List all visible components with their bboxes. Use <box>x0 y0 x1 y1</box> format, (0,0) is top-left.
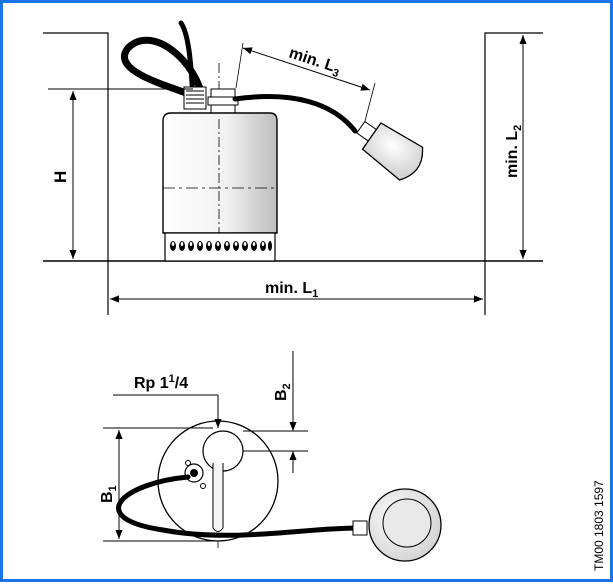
pit-walls <box>43 32 543 315</box>
side-view: H min. L2 min. L1 min. L3 <box>43 20 543 315</box>
float-switch <box>356 120 424 181</box>
b2-label: B2 <box>273 383 293 401</box>
min-l3-label: min. L3 <box>286 45 343 80</box>
pump-body <box>162 112 278 234</box>
plan-float-cable <box>116 474 361 538</box>
cable-gland <box>183 86 207 110</box>
drawing-number: TM00 1803 1597 <box>592 480 606 571</box>
min-l3-dimension <box>242 47 371 91</box>
height-label: H <box>51 171 70 183</box>
rp-label: Rp 11/4 <box>134 373 188 392</box>
min-l1-label: min. L1 <box>265 280 318 300</box>
float-cable <box>232 94 358 134</box>
strainer-holes <box>170 241 272 251</box>
pump-dimension-drawing: H min. L2 min. L1 min. L3 <box>43 20 606 571</box>
plan-view: Rp 11/4 B2 B1 <box>99 351 442 562</box>
b1-label: B1 <box>99 485 119 503</box>
min-l2-label: min. L2 <box>504 125 524 178</box>
